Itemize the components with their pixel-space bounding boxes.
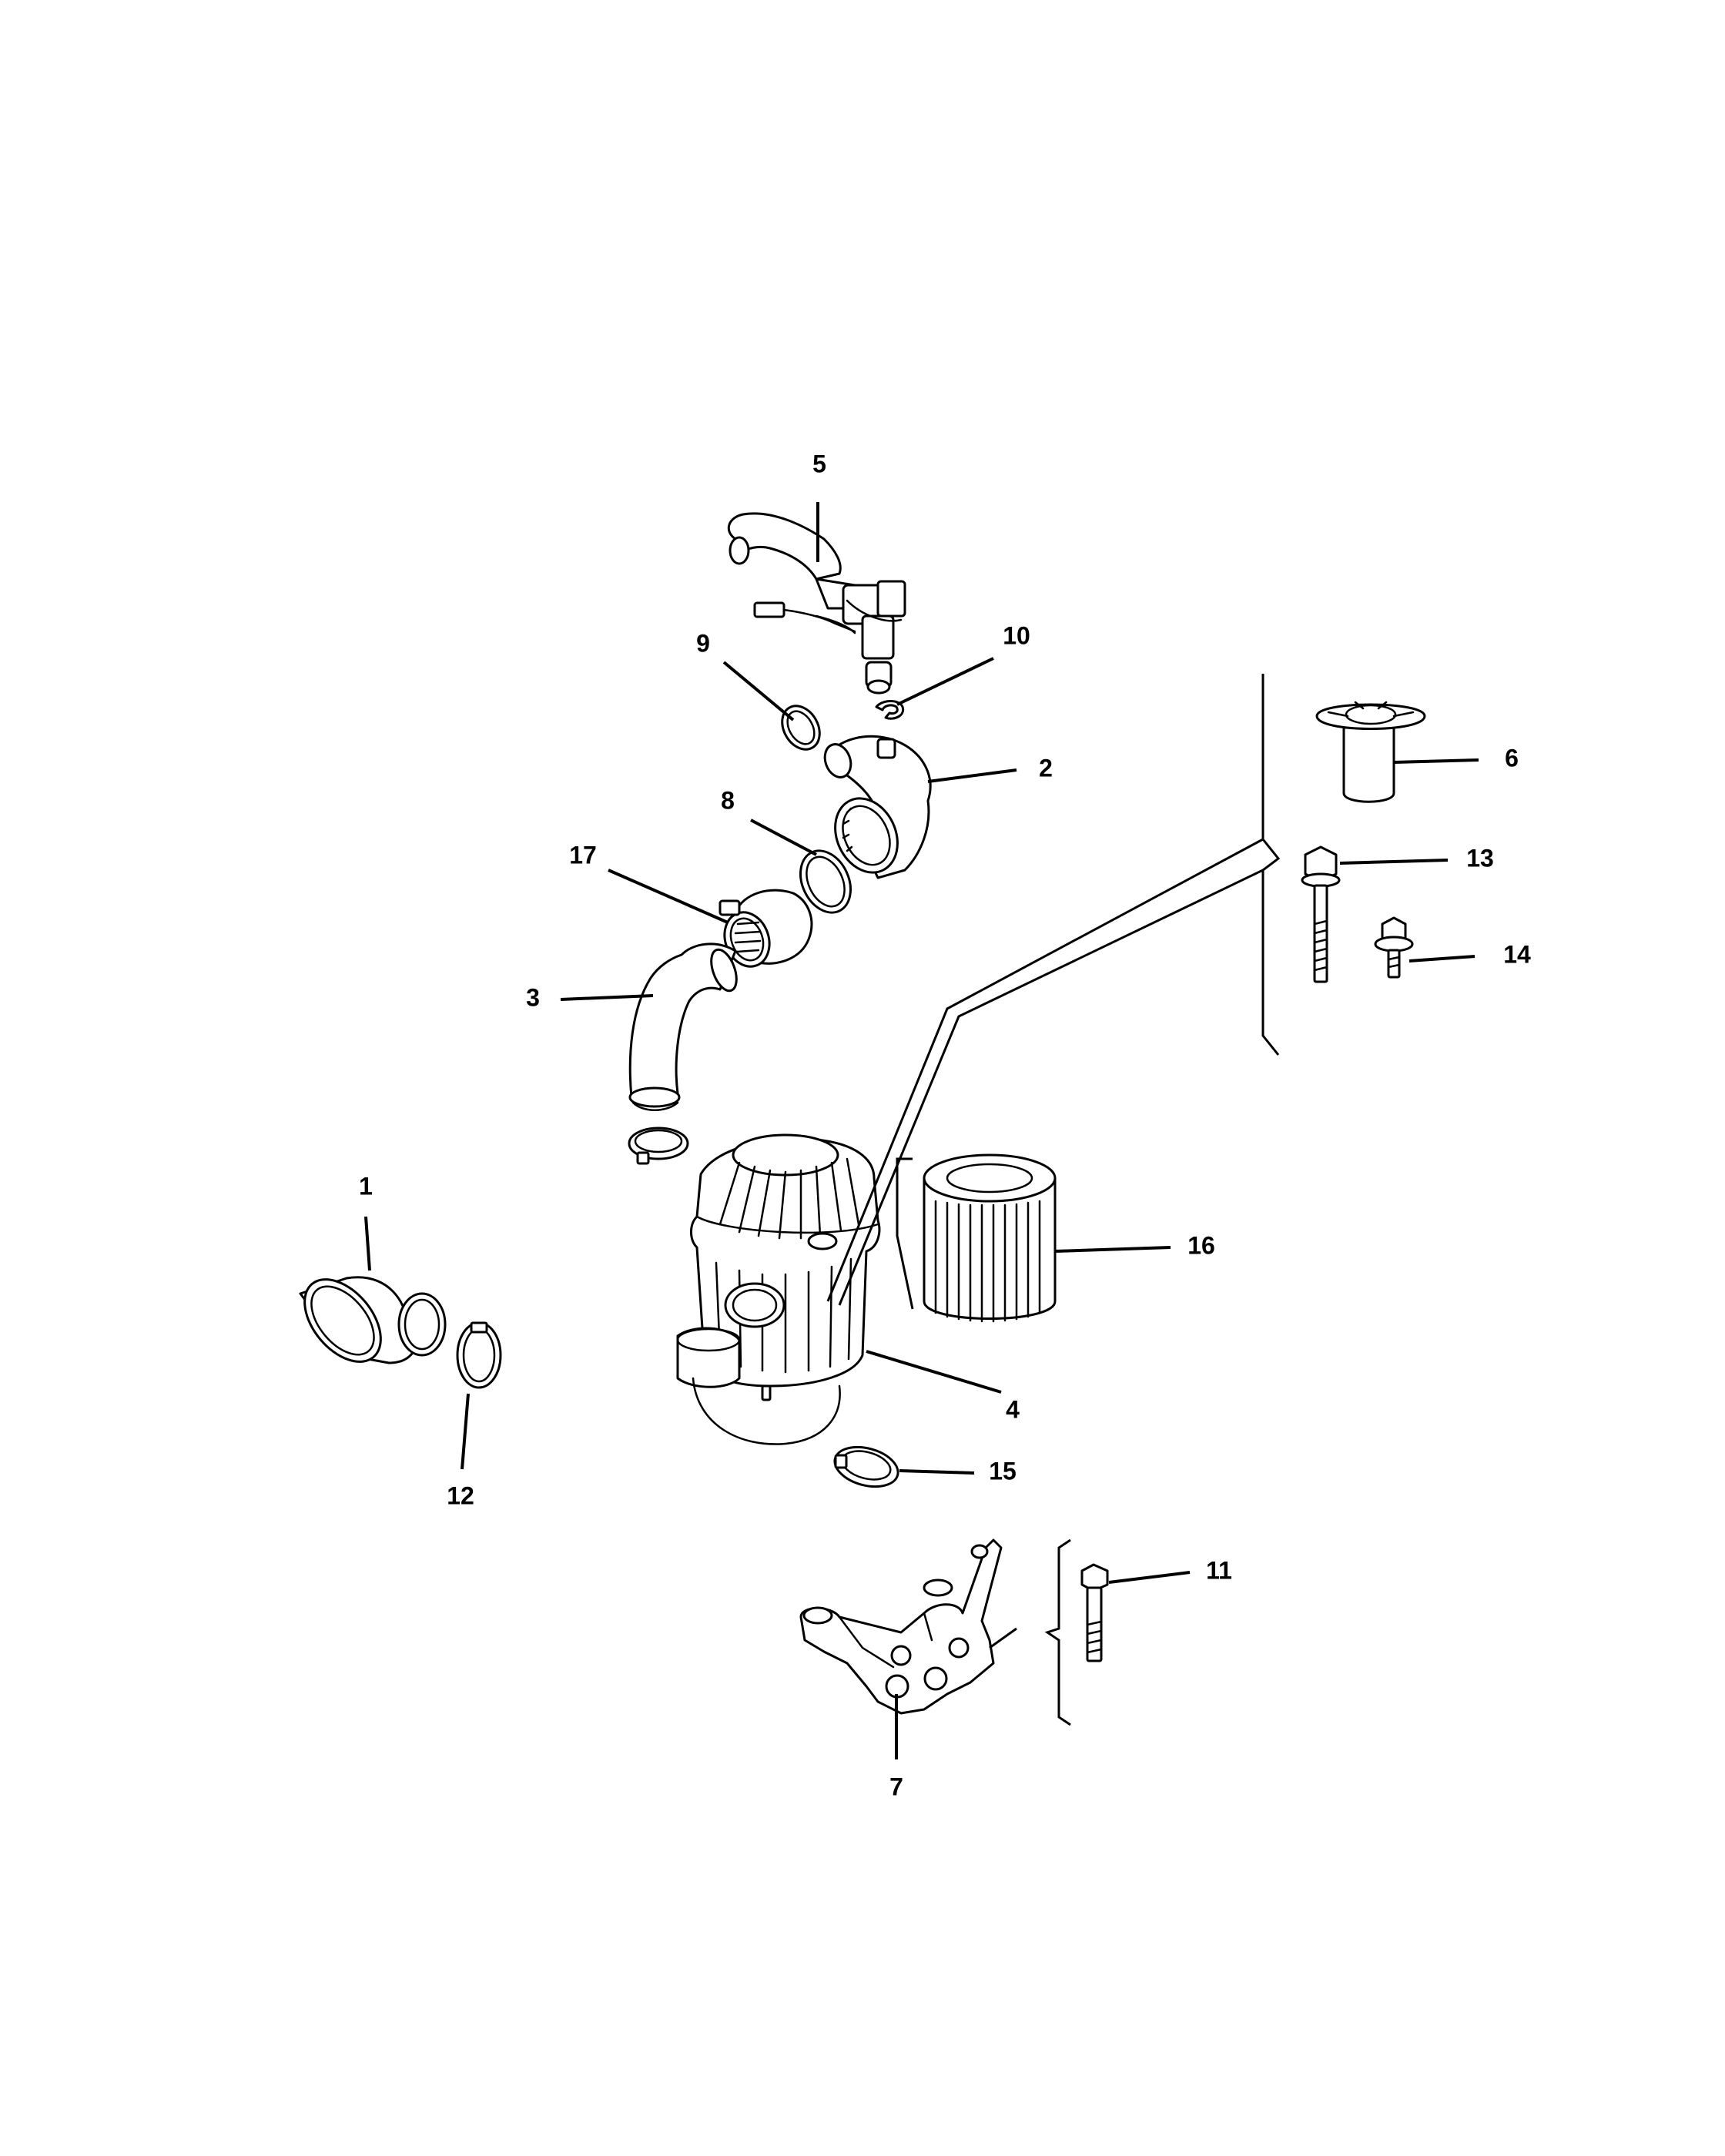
callout-4: 4 xyxy=(1006,1395,1020,1423)
callout-16: 16 xyxy=(1187,1231,1215,1259)
callout-3: 3 xyxy=(526,983,540,1011)
leader-11 xyxy=(1108,1571,1191,1584)
leader-2 xyxy=(927,768,1017,783)
leader-16 xyxy=(1054,1246,1171,1253)
leader-3 xyxy=(560,994,654,1001)
part-15-clamp xyxy=(833,1445,899,1488)
leader-1 xyxy=(364,1216,371,1271)
part-7-mounting-bracket xyxy=(799,1538,1071,1726)
housing-inlet-clamp xyxy=(628,1127,689,1165)
leader-6 xyxy=(1393,758,1479,764)
callout-8: 8 xyxy=(721,786,735,814)
leader-15 xyxy=(899,1469,975,1475)
leader-17 xyxy=(608,869,729,924)
callout-10: 10 xyxy=(1003,621,1030,649)
callout-5: 5 xyxy=(812,450,826,477)
part-2-intake-hose xyxy=(823,735,932,879)
callout-14: 14 xyxy=(1503,940,1531,968)
part-6-isolator xyxy=(1315,701,1426,803)
leader-9 xyxy=(722,661,795,721)
fastener-group-bracket xyxy=(826,674,1281,1306)
part-14-flange-bolt xyxy=(1374,916,1414,979)
leader-lines xyxy=(364,502,1479,1759)
callout-1: 1 xyxy=(359,1172,373,1200)
callout-13: 13 xyxy=(1466,844,1494,872)
part-9-clamp xyxy=(781,705,821,751)
leader-4 xyxy=(866,1350,1002,1394)
callout-11: 11 xyxy=(1206,1556,1232,1584)
callout-12: 12 xyxy=(447,1481,474,1509)
part-5-sensor-harness xyxy=(727,512,906,695)
part-3-elbow-hose xyxy=(628,942,738,1111)
leader-13 xyxy=(1339,859,1449,865)
callout-2: 2 xyxy=(1039,754,1053,782)
leader-14 xyxy=(1408,955,1475,962)
leader-8 xyxy=(750,819,817,856)
part-11-bolt xyxy=(1080,1563,1109,1662)
part-4-air-cleaner-housing xyxy=(676,1133,881,1445)
leader-10 xyxy=(896,657,994,706)
leader-12 xyxy=(461,1393,470,1470)
callout-6: 6 xyxy=(1505,744,1519,772)
callout-17: 17 xyxy=(569,841,597,869)
part-12-clamp xyxy=(456,1321,502,1389)
part-8-clamp xyxy=(799,849,852,914)
part-13-bolt xyxy=(1301,845,1341,983)
part-1-inlet-duct xyxy=(299,1276,447,1364)
callout-15: 15 xyxy=(989,1457,1017,1485)
callout-7: 7 xyxy=(889,1773,903,1800)
callout-9: 9 xyxy=(696,629,710,657)
part-16-filter-element xyxy=(896,1153,1057,1323)
callout-labels: 5 9 10 2 8 17 3 1 12 4 15 16 6 13 14 11 … xyxy=(359,450,1531,1800)
